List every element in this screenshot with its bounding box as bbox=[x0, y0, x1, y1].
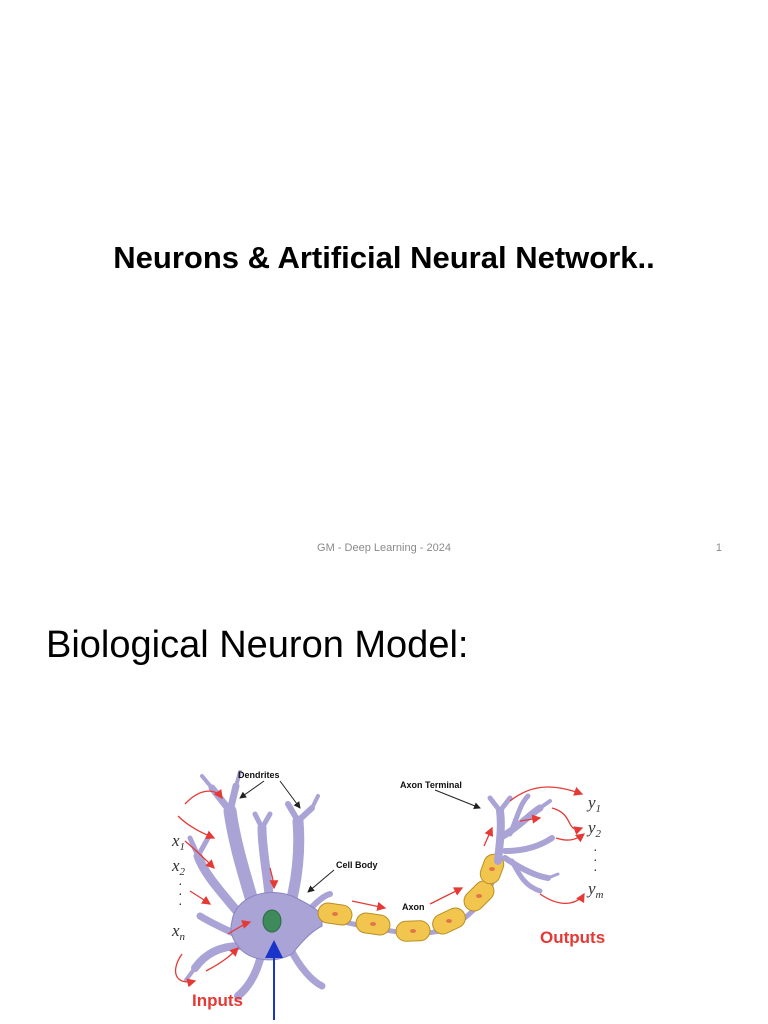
svg-text:ym: ym bbox=[586, 879, 604, 901]
neuron-diagram: Dendrites Axon Terminal Cell Body Axon I… bbox=[171, 770, 605, 1020]
input-arrows bbox=[174, 789, 279, 988]
output-arrows bbox=[509, 786, 586, 904]
svg-text:·: · bbox=[593, 861, 598, 877]
label-dendrites: Dendrites bbox=[238, 770, 280, 780]
label-outputs: Outputs bbox=[540, 928, 605, 947]
label-axon: Axon bbox=[402, 902, 425, 912]
label-pointers bbox=[239, 780, 481, 893]
dendrites bbox=[184, 770, 333, 1000]
label-cell-body: Cell Body bbox=[336, 860, 378, 870]
label-axon-terminal: Axon Terminal bbox=[400, 780, 462, 790]
svg-text:y2: y2 bbox=[586, 818, 602, 840]
axon-arrows bbox=[351, 826, 493, 911]
slide-footer: GM - Deep Learning - 2024 bbox=[317, 542, 451, 554]
slide-2: Biological Neuron Model: bbox=[0, 576, 768, 1024]
svg-text:xn: xn bbox=[171, 921, 186, 943]
svg-text:·: · bbox=[178, 875, 183, 891]
svg-text:·: · bbox=[593, 841, 598, 857]
svg-text:·: · bbox=[593, 851, 598, 867]
label-inputs: Inputs bbox=[192, 991, 243, 1010]
svg-text:x1: x1 bbox=[171, 831, 185, 853]
slide-title: Neurons & Artificial Neural Network.. bbox=[113, 240, 655, 275]
input-variables: x1 x2 · · · xn bbox=[171, 831, 186, 943]
output-variables: y1 y2 · · · ym bbox=[586, 793, 604, 901]
svg-text:·: · bbox=[178, 895, 183, 911]
svg-text:·: · bbox=[178, 885, 183, 901]
nucleus bbox=[262, 909, 282, 933]
slide-1: Neurons & Artificial Neural Network.. GM… bbox=[113, 240, 722, 554]
svg-text:y1: y1 bbox=[586, 793, 601, 815]
page-number: 1 bbox=[715, 542, 722, 554]
slide-title: Biological Neuron Model: bbox=[46, 624, 469, 666]
